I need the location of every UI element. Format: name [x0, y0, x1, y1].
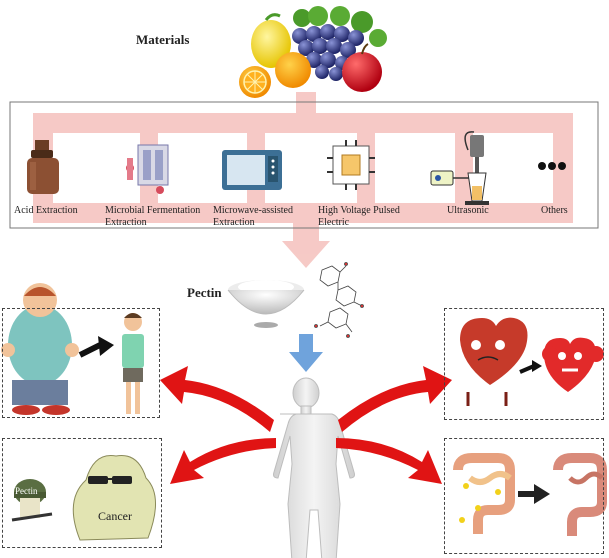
- effect-panel-gut: [444, 438, 604, 554]
- methods-frame: [9, 101, 599, 229]
- microwave-icon: [222, 150, 282, 190]
- pectin-label: Pectin: [187, 285, 222, 300]
- materials-label: Materials: [136, 32, 190, 47]
- unhealthy-to-healthy-gut-illustration: [453, 453, 607, 536]
- tumor-text: Cancer: [98, 509, 132, 523]
- effect-panel-heart: [444, 308, 604, 420]
- human-body-figure: [273, 377, 355, 558]
- orange: [275, 52, 311, 88]
- fermenter-icon: [126, 144, 169, 194]
- blue-down-arrow: [289, 334, 323, 372]
- apple: [342, 52, 382, 92]
- effect-panel-cancer: [2, 438, 162, 548]
- acid-bottle-icon: [27, 140, 59, 194]
- ultrasonic-icon: [430, 131, 489, 205]
- fruit-cluster-image: [239, 6, 387, 98]
- pulsed-electric-icon: [327, 140, 375, 190]
- method-label-hvpe: High Voltage Pulsed Electric: [318, 205, 400, 228]
- red-effect-arrows: [160, 366, 452, 484]
- pectin-bowl-image: [227, 280, 305, 328]
- more-dots-icon: [538, 162, 566, 170]
- method-label-acid: Acid Extraction: [14, 205, 78, 216]
- method-label-ultrasonic: Ultrasonic: [447, 205, 489, 216]
- helmet-text: Pectin: [15, 486, 38, 496]
- pectin-molecule-diagram: [314, 262, 364, 338]
- pectin-fights-cancer-illustration: [11, 454, 157, 541]
- extraction-flow-band: [33, 92, 573, 268]
- method-label-others: Others: [541, 205, 568, 216]
- lemon: [251, 20, 291, 68]
- weak-to-strong-heart-illustration: [460, 317, 604, 406]
- method-label-microbial: Microbial Fermentation Extraction: [105, 205, 201, 228]
- method-label-microwave: Microwave-assisted Extraction: [213, 205, 293, 228]
- grape-bunch: [292, 6, 387, 81]
- effect-panel-obesity: [2, 308, 160, 418]
